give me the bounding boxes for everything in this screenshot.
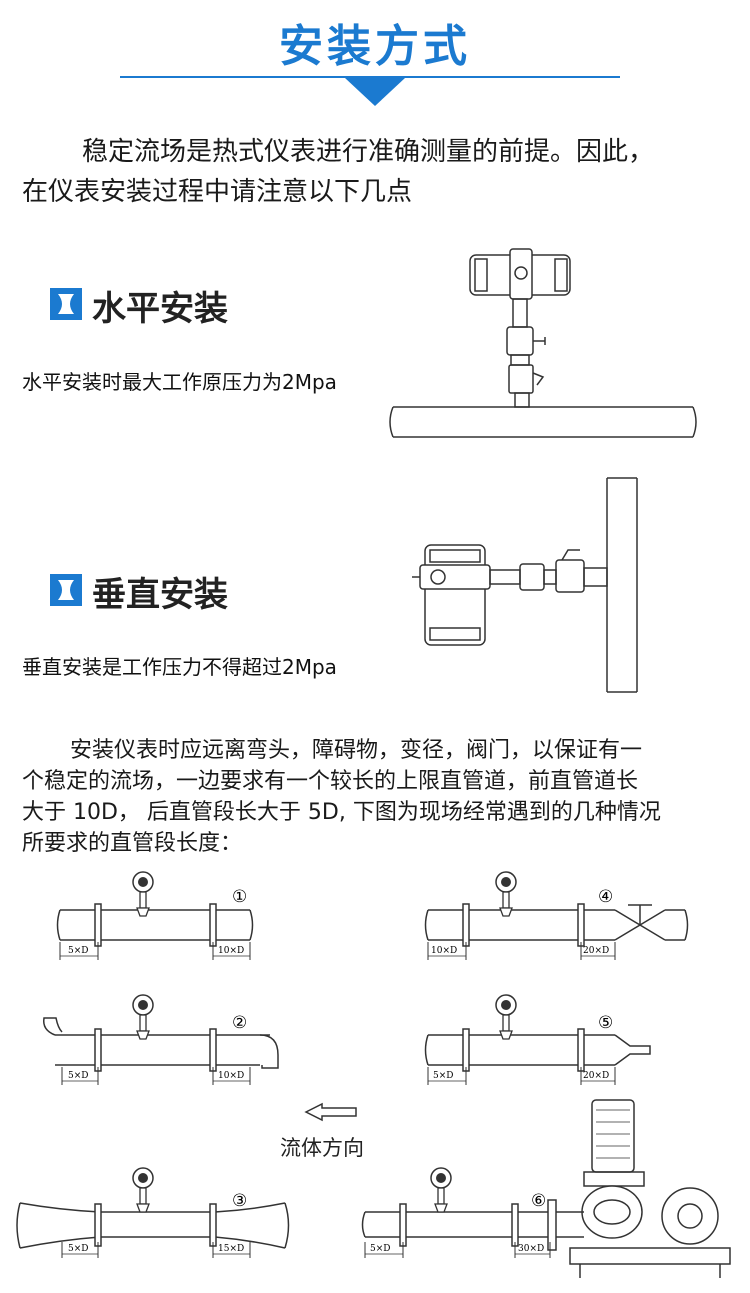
page-title: 安装方式 [279, 21, 471, 72]
requirements-line-4: 所要求的直管段长度： [22, 831, 243, 856]
case-6-number: ⑥ [531, 1191, 546, 1211]
cross-marker-icon [50, 288, 82, 320]
case-3-number: ③ [232, 1191, 247, 1211]
case-5-downstream: 20×D [583, 1071, 609, 1081]
left-arrow-icon [304, 1102, 357, 1122]
requirements-line-3: 大于 10D， 后直管段长大于 5D, 下图为现场经常遇到的几种情况 [22, 800, 661, 825]
vertical-note: 垂直安装是工作压力不得超过2Mpa [22, 655, 337, 679]
case-1-upstream: 5×D [68, 946, 88, 956]
requirements-line-1: 安装仪表时应远离弯头，障碍物，变径，阀门，以保证有一 [70, 738, 643, 763]
case-3-upstream: 5×D [68, 1244, 88, 1254]
intro-line-1: 稳定流场是热式仪表进行准确测量的前提。因此， [82, 137, 655, 167]
requirements-line-2: 个稳定的流场，一边要求有一个较长的上限直管道，前直管道长 [22, 769, 639, 794]
case-1-number: ① [232, 887, 247, 907]
vertical-install-diagram [412, 477, 638, 693]
title-divider [120, 76, 620, 78]
cross-marker-icon [50, 574, 82, 606]
intro-line-2: 在仪表安装过程中请注意以下几点 [22, 177, 413, 207]
case-2-downstream: 10×D [218, 1071, 244, 1081]
case-6-upstream: 5×D [370, 1244, 390, 1254]
case-6-diagram [361, 1099, 731, 1278]
case-4-upstream: 10×D [431, 946, 457, 956]
case-4-number: ④ [598, 887, 613, 907]
vertical-heading: 垂直安装 [92, 575, 228, 615]
case-6-downstream: 30×D [518, 1244, 544, 1254]
case-5-diagram [424, 1028, 651, 1085]
horizontal-note: 水平安装时最大工作原压力为2Mpa [22, 370, 337, 394]
case-5-upstream: 5×D [433, 1071, 453, 1081]
flowmeter-icon [132, 1167, 154, 1213]
chevron-down-icon [345, 78, 405, 106]
case-3-downstream: 15×D [218, 1244, 244, 1254]
case-2-diagram [42, 1017, 279, 1085]
case-3-diagram [16, 1202, 290, 1258]
case-4-downstream: 20×D [583, 946, 609, 956]
requirements-paragraph: 安装仪表时应远离弯头，障碍物，变径，阀门，以保证有一 个稳定的流场，一边要求有一… [22, 735, 734, 859]
case-2-number: ② [232, 1013, 247, 1033]
intro-paragraph: 稳定流场是热式仪表进行准确测量的前提。因此， 在仪表安装过程中请注意以下几点 [22, 132, 732, 212]
flow-direction-label: 流体方向 [280, 1136, 364, 1160]
case-1-diagram [56, 903, 254, 960]
case-2-upstream: 5×D [68, 1071, 88, 1081]
horizontal-install-diagram [389, 248, 697, 438]
case-1-downstream: 10×D [218, 946, 244, 956]
case-4-diagram [424, 903, 689, 960]
flowmeter-icon [132, 994, 154, 1040]
flowmeter-icon [495, 994, 517, 1040]
flowmeter-icon [430, 1167, 452, 1213]
case-5-number: ⑤ [598, 1013, 613, 1033]
horizontal-heading: 水平安装 [92, 289, 228, 329]
straight-pipe-cases: ① ② ③ ④ ⑤ ⑥ 5×D 10×D 5×D 10×D 5×D 15×D 1… [16, 871, 731, 1278]
